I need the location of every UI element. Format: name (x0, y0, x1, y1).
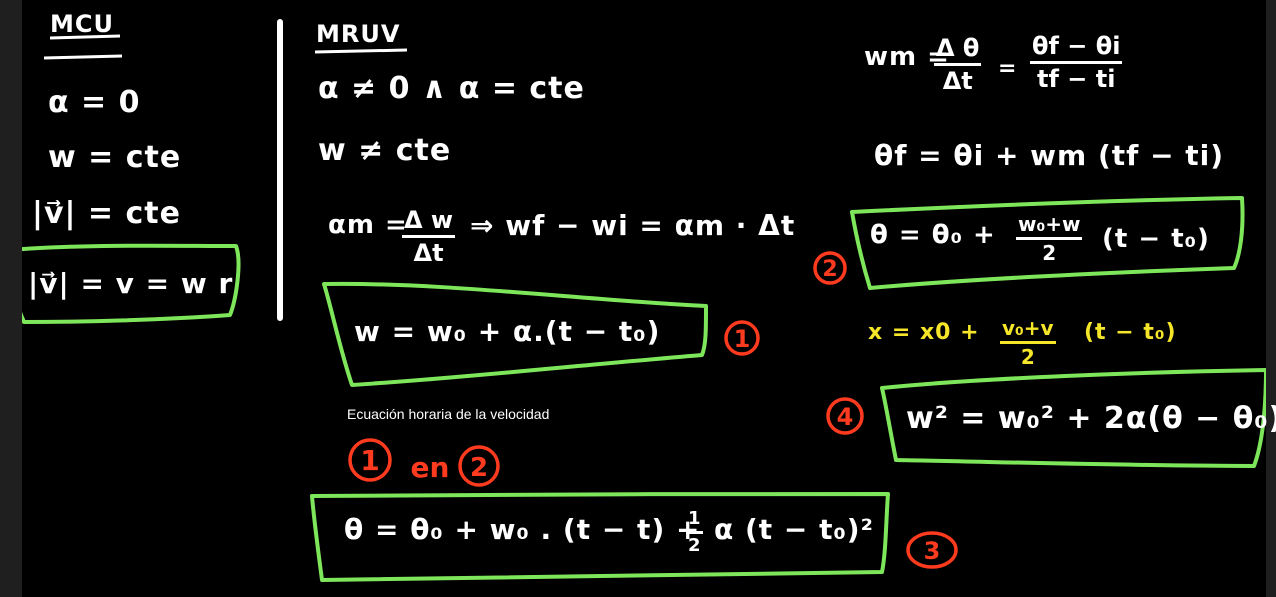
mcu-alpha: α = 0 (48, 85, 141, 120)
sub-tag-1: 1 (360, 444, 379, 477)
mruv-w-cond: w ≠ cte (318, 133, 452, 168)
x-eq-tail: (t − t₀) (1084, 320, 1177, 345)
eq3-half-num: 1 (688, 508, 701, 529)
whiteboard: 1 2 4 1 en 2 3 MCU α = 0 w = cte |v⃗| = … (22, 0, 1276, 597)
eq2-box (850, 196, 1245, 290)
tag-circle-2 (813, 251, 847, 285)
x-eq-lhs: x = x0 + (868, 320, 980, 345)
eq1-velocity: w = w₀ + α.(t − t₀) (354, 315, 661, 348)
mcu-speed: |v⃗| = cte (32, 196, 181, 231)
tag-circle-1 (724, 320, 760, 356)
sub-circle-1 (348, 438, 392, 482)
wm-numerator: Δ θ (936, 34, 980, 62)
x-eq-fraction: v₀+v 2 (1000, 318, 1056, 367)
am-rhs: ⇒ wf − wi = αm · Δt (470, 209, 796, 242)
tag-2: 2 (822, 257, 837, 282)
mruv-title: MRUV (316, 20, 401, 48)
tag-circle-4 (826, 397, 864, 435)
eq2-numerator: w₀+w (1018, 212, 1081, 236)
am-denominator: Δt (402, 235, 456, 265)
tag-3: 3 (924, 537, 941, 565)
am-fraction: Δ w Δt (402, 206, 456, 265)
x-eq-numerator: v₀+v (1002, 316, 1054, 340)
mcu-speed-formula: |v⃗| = v = w r (28, 267, 234, 300)
wm-fraction: Δ θ Δt (934, 34, 982, 93)
mcu-separator-line (43, 54, 123, 60)
eq3-main: θ = θ₀ + w₀ . (t − t) + (344, 513, 701, 546)
annotations-layer: 1 2 4 1 en 2 3 (22, 19, 1266, 582)
mcu-title: MCU (50, 10, 114, 38)
wm-denominator: Δt (934, 63, 982, 93)
eq2-tail: (t − t₀) (1102, 224, 1210, 254)
theta-f-eq: θf = θi + wm (tf − ti) (874, 139, 1225, 172)
sub-circle-2 (458, 445, 500, 487)
mcu-w: w = cte (48, 140, 182, 175)
mruv-alpha-cond: α ≠ 0 ∧ α = cte (318, 71, 585, 106)
wm-numerator-2: θf − θi (1032, 32, 1121, 60)
mruv-title-underline (314, 48, 408, 54)
eq3-box (310, 492, 890, 582)
wm-fraction-2: θf − θi tf − ti (1030, 32, 1123, 91)
eq3-tail: α (t − t₀)² (714, 513, 874, 546)
eq4-torricelli: w² = w₀² + 2α(θ − θ₀) (906, 401, 1276, 436)
velocity-caption: Ecuación horaria de la velocidad (347, 406, 550, 422)
eq2-denominator: 2 (1016, 237, 1083, 263)
eq3-half: 1 2 (686, 510, 703, 555)
tag-1: 1 (734, 325, 751, 353)
eq3-half-den: 2 (686, 531, 703, 555)
wm-denominator-2: tf − ti (1030, 61, 1123, 91)
mcu-title-underline (49, 34, 121, 40)
sub-tag-2: 2 (470, 453, 488, 483)
am-numerator: Δ w (404, 206, 454, 234)
sub-word-en: en (411, 451, 450, 484)
wm-equals: = (998, 56, 1018, 81)
velocity-box (22, 243, 241, 324)
am-lhs: αm = (328, 210, 408, 240)
eq2-fraction: w₀+w 2 (1016, 212, 1083, 263)
tag-circle-3 (906, 531, 958, 569)
eq2-lhs: θ = θ₀ + (870, 220, 996, 250)
x-eq-denominator: 2 (1000, 341, 1056, 367)
eq4-box (880, 368, 1266, 468)
eq1-box (322, 281, 708, 387)
tag-4: 4 (837, 403, 854, 431)
